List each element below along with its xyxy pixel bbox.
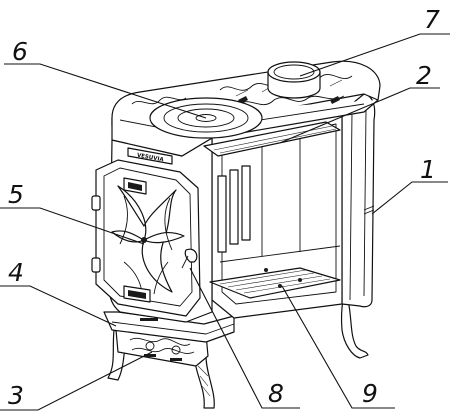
brand-plate: VESUVIA — [127, 147, 173, 165]
leader-line-8 — [189, 267, 300, 409]
callout-9: 9 — [362, 379, 378, 408]
front-right-leg — [193, 355, 215, 409]
leader-line-2 — [281, 87, 440, 143]
callout-2: 2 — [416, 61, 432, 90]
flue-collar — [267, 61, 321, 99]
callout-4: 4 — [8, 258, 24, 287]
leader-line-7 — [299, 33, 450, 77]
callout-3: 3 — [8, 381, 24, 410]
leader-line-9 — [281, 285, 395, 409]
callout-5: 5 — [8, 180, 24, 209]
leader-line-6 — [4, 63, 207, 119]
leader-line-4 — [0, 285, 117, 327]
callout-8: 8 — [268, 379, 284, 408]
rear-right-leg — [340, 299, 369, 359]
leader-line-5 — [0, 207, 145, 245]
callout-1: 1 — [420, 155, 436, 184]
door-handle — [181, 248, 198, 269]
leader-lines — [0, 33, 450, 411]
callout-labels: 1 2 3 4 5 6 7 8 9 — [8, 5, 440, 410]
leader-line-3 — [0, 351, 153, 411]
rear-baffle — [203, 121, 341, 157]
grate — [209, 267, 341, 299]
callout-6: 6 — [12, 37, 28, 66]
callout-7: 7 — [424, 5, 440, 34]
leader-line-1 — [371, 181, 448, 215]
firebox-door — [91, 159, 201, 317]
brand-plate-text: VESUVIA — [136, 153, 164, 164]
